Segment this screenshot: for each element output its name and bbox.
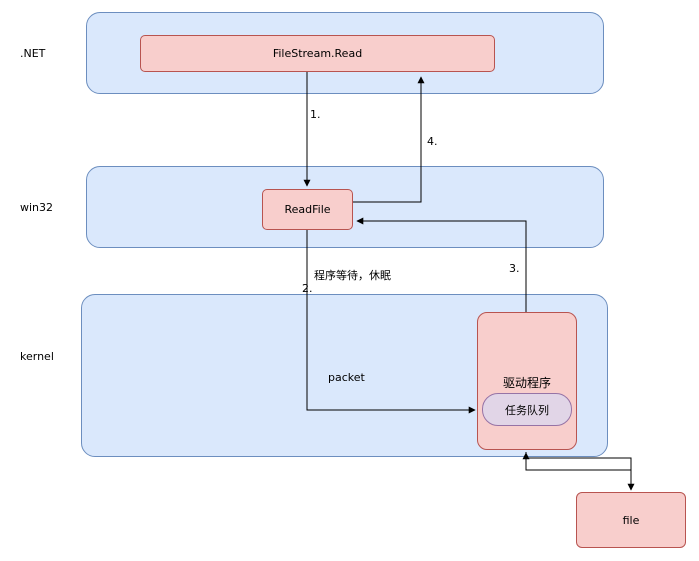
task-queue-node: 任务队列 <box>482 393 572 426</box>
edge-file-out <box>525 452 635 491</box>
wait-note-label: 程序等待，休眠 <box>314 269 391 282</box>
edge-3 <box>356 217 527 312</box>
edge-1-label: 1. <box>310 108 321 121</box>
edge-4 <box>353 76 425 203</box>
edge-file-in <box>522 452 631 471</box>
kernel-layer-label: kernel <box>20 350 54 363</box>
file-node: file <box>576 492 686 548</box>
packet-label: packet <box>328 371 365 384</box>
win32-layer-label: win32 <box>20 201 54 214</box>
driver-node: 驱动程序 <box>477 312 577 450</box>
edge-4-label: 4. <box>427 135 438 148</box>
edge-2-label: 2. <box>302 282 313 295</box>
edge-2 <box>306 230 476 414</box>
filestream-read-node: FileStream.Read <box>140 35 495 72</box>
edge-3-label: 3. <box>509 262 520 275</box>
dotnet-layer-label: .NET <box>20 47 46 60</box>
driver-label: 驱动程序 <box>502 376 551 390</box>
readfile-node: ReadFile <box>262 189 353 230</box>
